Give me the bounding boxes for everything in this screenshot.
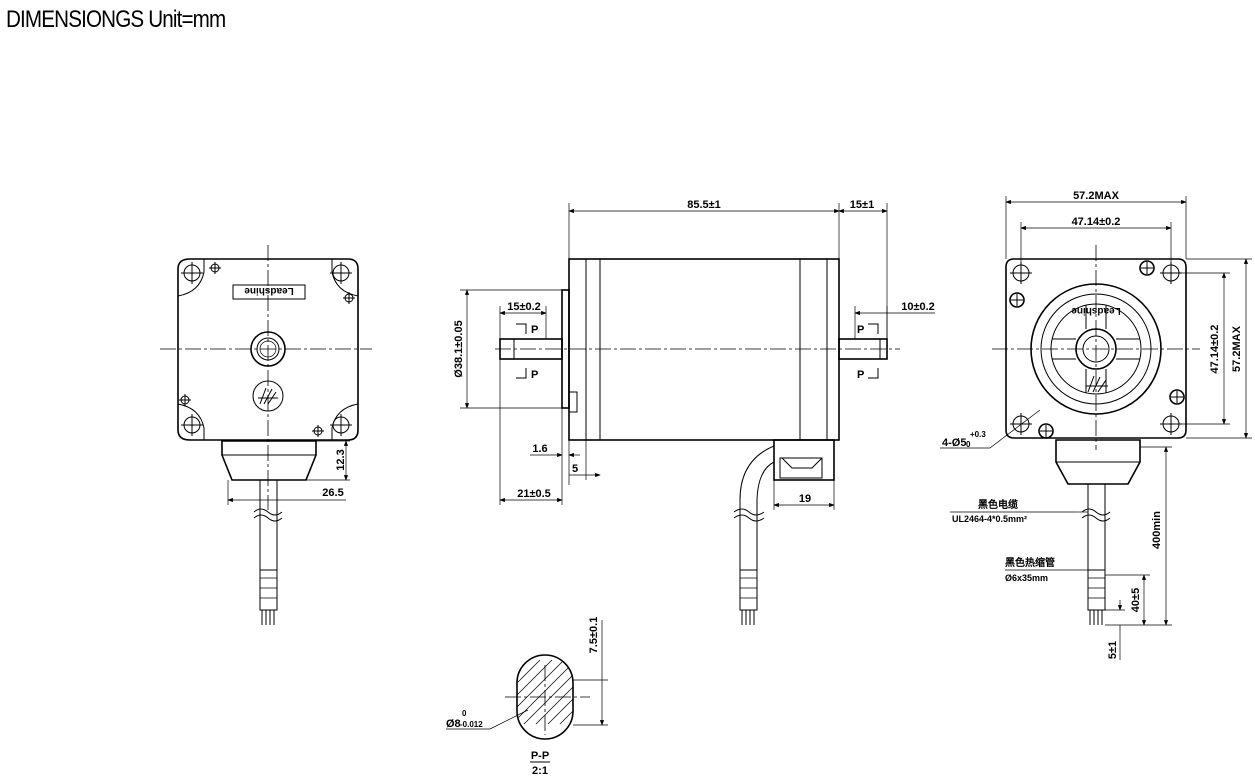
rear-dim-max-height: 57.2MAX — [1231, 325, 1243, 372]
side-dim-pilot-depth: 1.6 — [532, 443, 547, 455]
rear-dim-max-width: 57.2MAX — [1073, 190, 1120, 202]
rear-dim-hole-spacing: 47.14±0.2 — [1072, 216, 1121, 228]
front-view: Leadshine 12.3 — [160, 245, 372, 625]
emblem-icon — [258, 387, 278, 405]
logo-text: Leadshine — [1071, 305, 1121, 316]
screw-icon — [1009, 260, 1185, 439]
rear-view: Leadshine — [940, 190, 1252, 660]
section-mark-p: P — [857, 369, 864, 381]
sleeve-spec: Ø6x35mm — [1005, 573, 1048, 583]
logo-text: Leadshine — [244, 285, 294, 296]
section-mark-p: P — [857, 324, 864, 336]
rear-dim-holes-tol-lower: 0 — [966, 440, 971, 449]
screw-icon — [179, 262, 355, 437]
side-dim-shaft-length: 15±1 — [850, 199, 874, 211]
section-dim-flat-height: 7.5±0.1 — [588, 617, 600, 654]
rear-dim-holes-tol-upper: +0.3 — [970, 430, 986, 439]
rear-dim-lead-length: 400min — [1151, 511, 1163, 549]
rear-dim-hole-spacing-v: 47.14±0.2 — [1209, 325, 1221, 374]
section-label: P-P — [531, 750, 549, 762]
front-dim-width: 26.5 — [322, 487, 343, 499]
side-dim-pilot: Ø38.1±0.05 — [453, 320, 465, 377]
side-view: P P P P 85.5±1 1 — [453, 199, 935, 625]
side-dim-length: 85.5±1 — [687, 199, 721, 211]
rear-dim-tip: 5±1 — [1107, 641, 1119, 659]
side-dim-shaft-total: 21±0.5 — [517, 488, 551, 500]
side-dim-right-flat: 10±0.2 — [901, 301, 935, 313]
section-view: 7.5±0.1 Ø8 0 -0.012 P-P 2:1 — [446, 617, 608, 777]
side-dim-flange: 5 — [572, 463, 578, 475]
section-scale: 2:1 — [532, 765, 548, 777]
section-dim-tol-lower: -0.012 — [460, 720, 483, 729]
page-title: DIMENSIONGS Unit=mm — [6, 6, 226, 33]
front-dim-height: 12.3 — [335, 449, 347, 470]
side-dim-connector: 19 — [799, 493, 811, 505]
mount-hole-icon — [181, 262, 352, 436]
rear-dim-holes-main: 4-Ø5 — [942, 437, 966, 449]
section-dim-shaft-dia: Ø8 — [446, 718, 461, 730]
sleeve-label-cn: 黑色热缩管 — [1005, 556, 1055, 569]
section-mark-p: P — [531, 369, 538, 381]
rear-dim-strip: 40±5 — [1130, 588, 1142, 612]
side-dim-left-flat: 15±0.2 — [507, 301, 541, 313]
emblem-icon — [1086, 375, 1108, 393]
mount-hole-icon — [1010, 262, 1182, 435]
section-mark-p: P — [531, 324, 538, 336]
cable-label-cn: 黑色电缆 — [978, 498, 1018, 511]
cable-spec: UL2464-4*0.5mm² — [952, 514, 1027, 524]
section-dim-tol-upper: 0 — [462, 709, 467, 718]
